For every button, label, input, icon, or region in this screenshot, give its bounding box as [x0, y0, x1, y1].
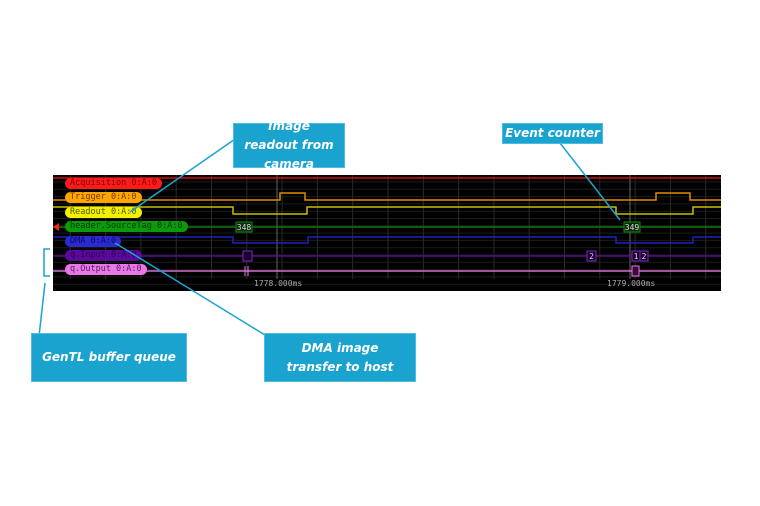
value-q-input-1: 1: [634, 252, 639, 261]
value-sourcetag-348: 348: [237, 223, 252, 232]
signal-name: q.Input 0:A:0: [70, 250, 137, 260]
value-q-input-2: 2: [589, 252, 594, 261]
signal-label-dma[interactable]: DMA 0:A:0: [65, 236, 122, 247]
wave-dma: [53, 236, 721, 244]
wave-readout: [53, 206, 721, 215]
value-q-input-2-box: [586, 250, 597, 262]
callout-readout: Image readout from camera: [233, 119, 345, 171]
time-label-1778: 1778.000ms: [254, 279, 303, 288]
signal-name: q.Output 0:A:0: [70, 264, 142, 274]
expand-marker-icon[interactable]: [53, 223, 59, 231]
signal-name: header.SourceTag 0:A:0: [70, 221, 183, 231]
q-input-pulse-box: [242, 250, 253, 262]
time-label-1779: 1779.000ms: [607, 279, 656, 288]
q-output-pulse-c: [631, 265, 640, 277]
value-sourcetag-349: 349: [625, 223, 640, 232]
signal-label-acquisition[interactable]: Acquisition 0:A:0: [65, 178, 162, 189]
gentl-bracket: [43, 248, 50, 277]
callout-text: Event counter: [505, 126, 600, 140]
signal-label-sourcetag[interactable]: header.SourceTag 0:A:0: [65, 221, 188, 232]
value-q-input-2b: 2: [642, 252, 647, 261]
value-sourcetag-348-box: [235, 221, 253, 233]
value-sourcetag-349-box: [623, 221, 641, 233]
callout-text: DMA image transfer to host: [286, 340, 394, 374]
signal-label-trigger[interactable]: Trigger 0:A:0: [65, 192, 142, 203]
signal-name: Trigger 0:A:0: [70, 192, 137, 202]
signal-label-q-input[interactable]: q.Input 0:A:0: [65, 250, 142, 261]
value-q-input-2b-box: [639, 250, 649, 262]
signal-label-readout[interactable]: Readout 0:A:0: [65, 207, 142, 218]
callout-gentl: GenTL buffer queue: [31, 333, 187, 382]
signal-name: Acquisition 0:A:0: [70, 178, 157, 188]
callout-event-counter: Event counter: [502, 123, 603, 144]
signal-label-q-output[interactable]: q.Output 0:A:0: [65, 264, 147, 275]
callout-dma: DMA image transfer to host: [264, 333, 416, 382]
signal-name: Readout 0:A:0: [70, 207, 137, 217]
callout-text: GenTL buffer queue: [42, 350, 176, 364]
callout-text: Image readout from camera: [244, 119, 334, 171]
wave-trigger: [53, 192, 721, 201]
signal-name: DMA 0:A:0: [70, 236, 117, 246]
